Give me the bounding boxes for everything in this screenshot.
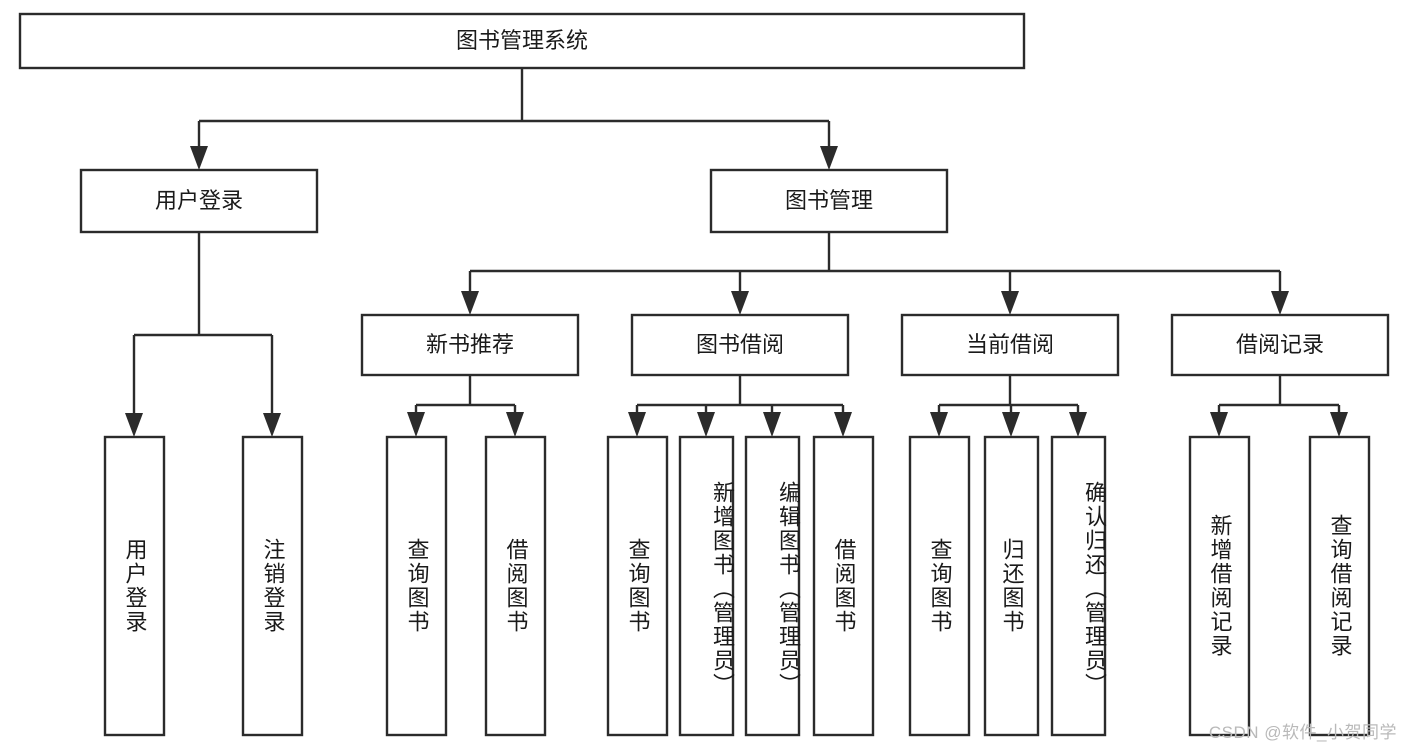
node-box [900,313,1120,377]
node-root[interactable]: 图书管理系统 [18,12,1026,70]
leaf-box-add-borrow-record[interactable] [1188,435,1251,737]
leaf-box-query-book-new[interactable] [385,435,448,737]
arrow-head-icon [125,413,143,437]
node-book-management[interactable]: 图书管理 [709,168,949,234]
arrow-head-icon [697,412,715,437]
leaf-box-user-login[interactable] [103,435,166,737]
node-borrow-records[interactable]: 借阅记录 [1170,313,1390,377]
leaf-box-logout[interactable] [241,435,304,737]
node-label: 图书借阅 [696,332,784,357]
arrow-head-icon [263,413,281,437]
node-box [709,168,949,234]
arrow-head-icon [506,412,524,437]
connector-borrow-to-leaves [628,375,852,437]
arrow-head-icon [763,412,781,437]
arrow-head-icon [1271,291,1289,315]
node-box [1170,313,1390,377]
leaf-box-query-book-borrow[interactable] [606,435,669,737]
node-book-borrow[interactable]: 图书借阅 [630,313,850,377]
connector-login-to-leaves [125,232,281,437]
node-label: 图书管理 [785,188,873,213]
watermark-text: CSDN @软件_小贺同学 [1208,723,1397,742]
leaf-box-edit-book-admin[interactable] [744,435,801,737]
arrow-head-icon [834,412,852,437]
arrow-head-icon [1069,412,1087,437]
node-new-book-recommend[interactable]: 新书推荐 [360,313,580,377]
node-box [360,313,580,377]
leaf-box-confirm-return-admin[interactable] [1050,435,1107,737]
arrow-head-icon [1002,412,1020,437]
arrow-head-icon [628,412,646,437]
arrow-head-icon [461,291,479,315]
arrow-head-icon [407,412,425,437]
leaf-box-return-book[interactable] [983,435,1040,737]
node-current-borrow[interactable]: 当前借阅 [900,313,1120,377]
arrow-head-icon [190,146,208,170]
node-box [79,168,319,234]
leaf-box-query-book-current[interactable] [908,435,971,737]
arrow-head-icon [820,146,838,170]
node-label: 新书推荐 [426,332,514,357]
connector-current-to-leaves [930,375,1087,437]
node-label: 用户登录 [155,188,243,213]
arrow-head-icon [731,291,749,315]
connector-newbooks-to-leaves [407,375,524,437]
node-label: 图书管理系统 [456,28,588,53]
arrow-head-icon [930,412,948,437]
connector-records-to-leaves [1210,375,1348,437]
arrow-head-icon [1001,291,1019,315]
leaf-box-borrow-book-new[interactable] [484,435,547,737]
leaf-box-query-borrow-record[interactable] [1308,435,1371,737]
arrow-head-icon [1210,412,1228,437]
node-label: 当前借阅 [966,332,1054,357]
node-box [630,313,850,377]
arrow-head-icon [1330,412,1348,437]
connector-root-to-level2 [190,68,838,170]
leaf-box-add-book-admin[interactable] [678,435,735,737]
connector-books-to-level3 [461,232,1289,315]
node-user-login[interactable]: 用户登录 [79,168,319,234]
leaf-box-borrow-book[interactable] [812,435,875,737]
node-label: 借阅记录 [1236,332,1324,357]
node-box [18,12,1026,70]
